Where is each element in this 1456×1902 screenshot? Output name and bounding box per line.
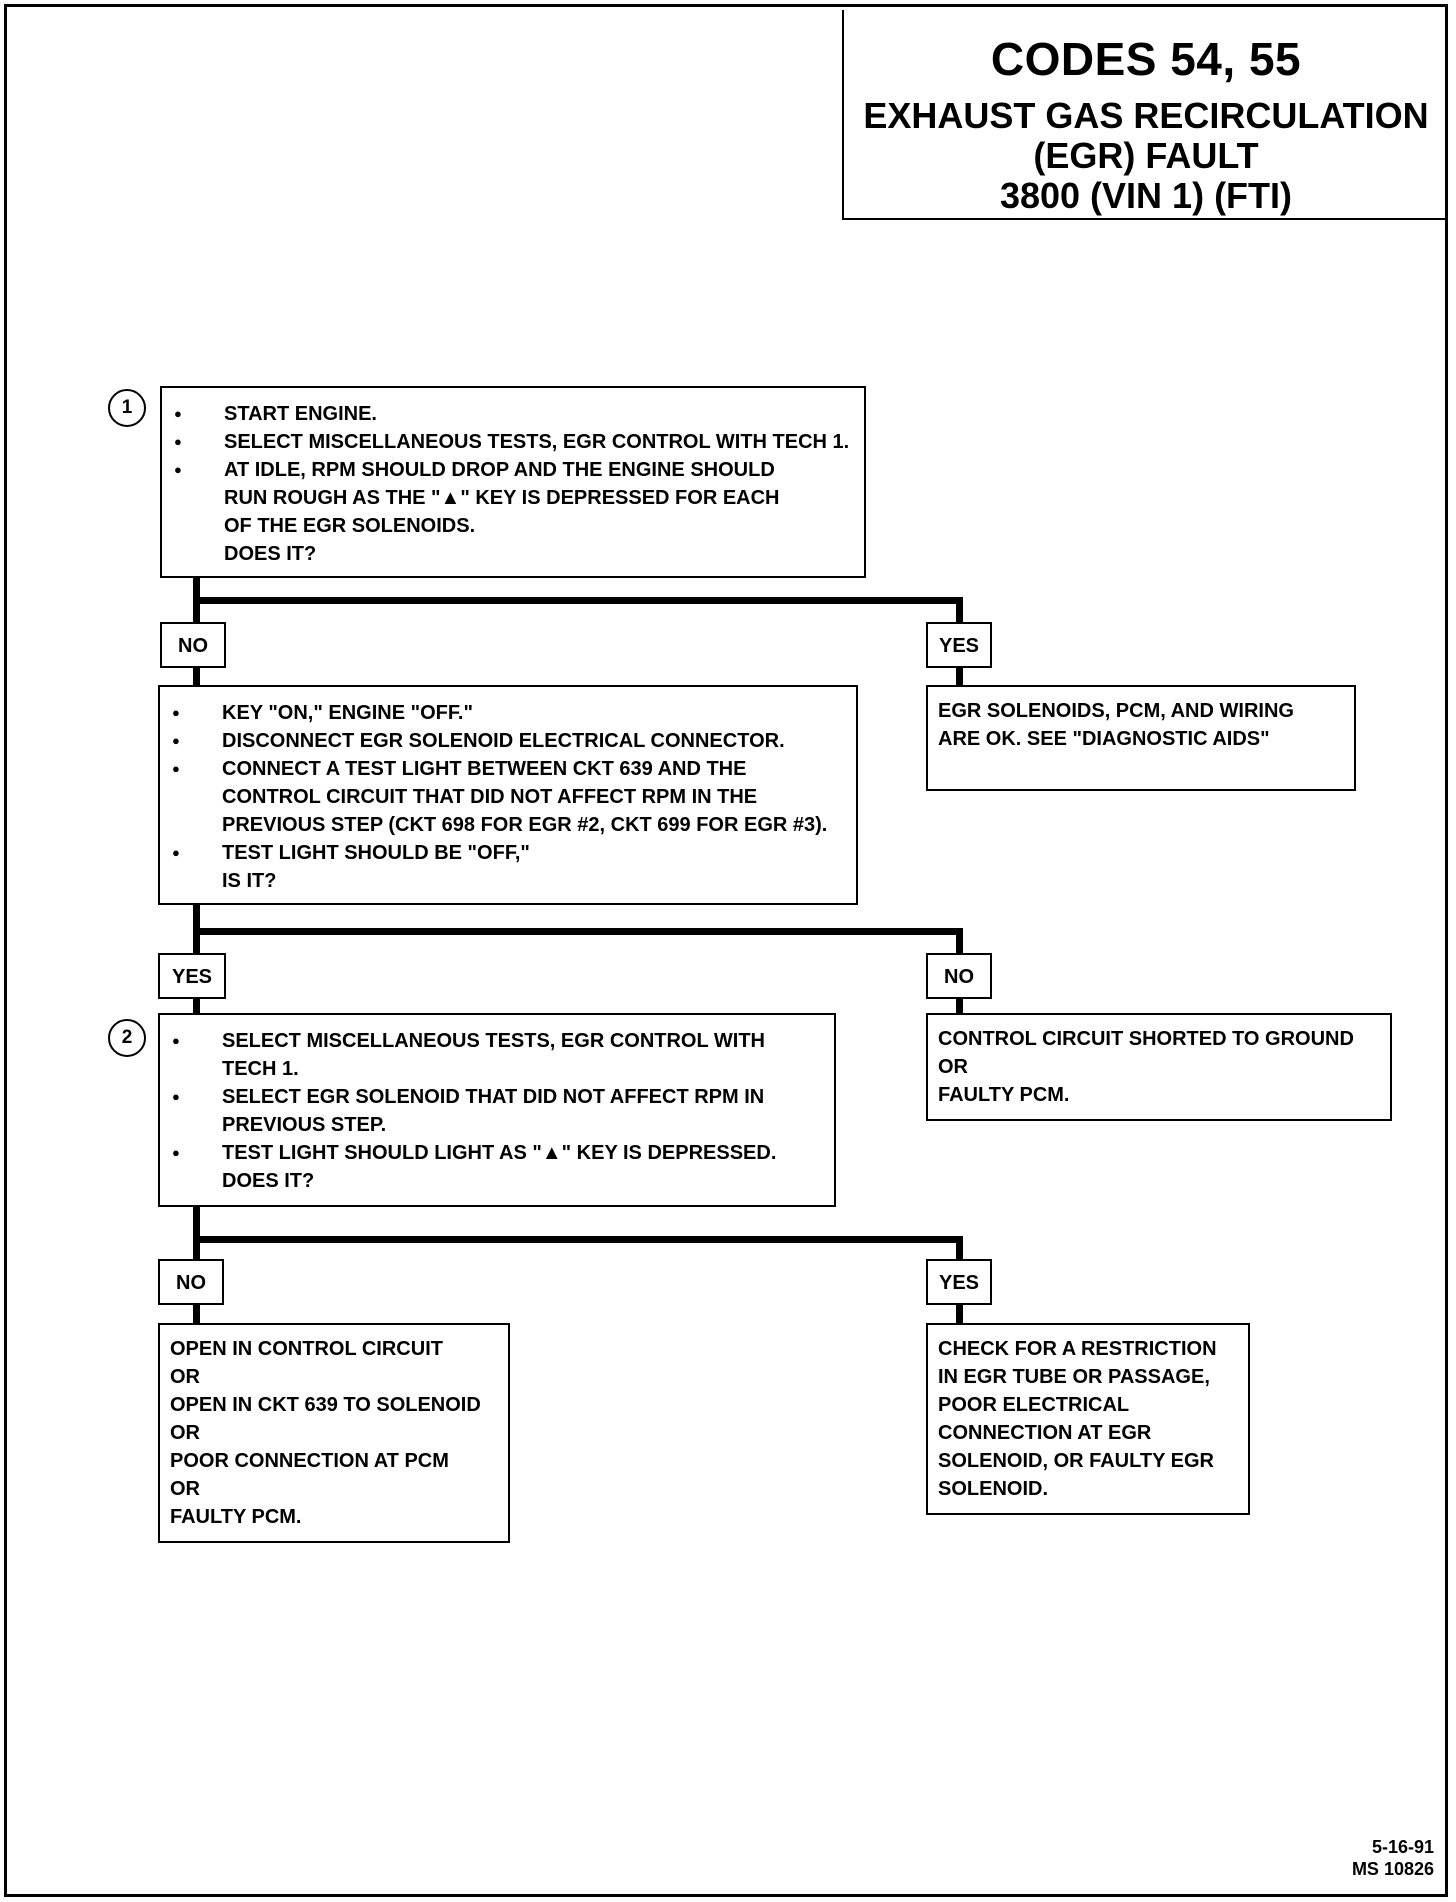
branch1-no-label: NO	[160, 622, 226, 668]
title-block: CODES 54, 55 EXHAUST GAS RECIRCULATION (…	[842, 10, 1448, 220]
subtitle-line: (EGR) FAULT	[1033, 135, 1259, 176]
step2-bullet: TEST LIGHT SHOULD LIGHT AS "▲" KEY IS DE…	[160, 1139, 826, 1167]
result-line: SOLENOID, OR FAULTY EGR	[938, 1450, 1214, 1472]
connector-line	[193, 998, 200, 1014]
step1-bullet: SELECT MISCELLANEOUS TESTS, EGR CONTROL …	[162, 428, 856, 456]
branch3-no-label: NO	[158, 1259, 224, 1305]
result-line: CONNECTION AT EGR	[938, 1422, 1152, 1444]
connector-line	[193, 1236, 963, 1243]
no2-result-box: CONTROL CIRCUIT SHORTED TO GROUND OR FAU…	[926, 1013, 1392, 1121]
branch2-no-label: NO	[926, 953, 992, 999]
result-line: CHECK FOR A RESTRICTION	[938, 1338, 1217, 1360]
connector-line	[956, 1304, 963, 1324]
result-line: POOR CONNECTION AT PCM	[170, 1450, 449, 1472]
step2-bullet: SELECT MISCELLANEOUS TESTS, EGR CONTROL …	[160, 1027, 826, 1083]
yes3-result-box: CHECK FOR A RESTRICTION IN EGR TUBE OR P…	[926, 1323, 1250, 1515]
footer-code: MS 10826	[1351, 1859, 1434, 1879]
step2-bullet: SELECT EGR SOLENOID THAT DID NOT AFFECT …	[160, 1083, 826, 1139]
connector-line	[193, 928, 963, 935]
subtitle-line: EXHAUST GAS RECIRCULATION	[863, 95, 1429, 136]
result-line: CONTROL CIRCUIT SHORTED TO GROUND	[938, 1028, 1354, 1050]
step1-box: START ENGINE. SELECT MISCELLANEOUS TESTS…	[160, 386, 866, 578]
result-line: OR	[170, 1422, 200, 1444]
subtitle-line: 3800 (VIN 1) (FTI)	[999, 175, 1293, 216]
connector-line	[956, 597, 963, 622]
connector-line	[193, 597, 963, 604]
connector-line	[193, 1206, 200, 1260]
page-title: CODES 54, 55	[990, 33, 1302, 85]
result-line: OR	[170, 1366, 200, 1388]
no1-step-box: KEY "ON," ENGINE "OFF." DISCONNECT EGR S…	[158, 685, 858, 905]
connector-line	[956, 666, 963, 686]
result-line: SOLENOID.	[938, 1478, 1049, 1500]
no1-bullet: TEST LIGHT SHOULD BE "OFF,"	[160, 839, 848, 867]
no1-bullet: KEY "ON," ENGINE "OFF."	[160, 699, 848, 727]
result-line: OPEN IN CKT 639 TO SOLENOID	[170, 1394, 481, 1416]
result-line: OR	[938, 1056, 968, 1078]
connector-line	[193, 666, 200, 686]
connector-line	[956, 1236, 963, 1260]
branch3-yes-label: YES	[926, 1259, 992, 1305]
page-subtitle: EXHAUST GAS RECIRCULATION (EGR) FAULT 38…	[844, 96, 1448, 216]
result-line: IN EGR TUBE OR PASSAGE,	[938, 1366, 1210, 1388]
result-line: OPEN IN CONTROL CIRCUIT	[170, 1338, 443, 1360]
step1-bullet: START ENGINE.	[162, 400, 856, 428]
connector-line	[193, 1304, 200, 1324]
no3-result-box: OPEN IN CONTROL CIRCUIT OR OPEN IN CKT 6…	[158, 1323, 510, 1543]
result-line: FAULTY PCM.	[170, 1506, 302, 1528]
step2-question: DOES IT?	[222, 1170, 315, 1192]
no1-bullet: DISCONNECT EGR SOLENOID ELECTRICAL CONNE…	[160, 727, 848, 755]
footer-date: 5-16-91	[1371, 1837, 1434, 1857]
result-line: POOR ELECTRICAL	[938, 1394, 1130, 1416]
result-line: FAULTY PCM.	[938, 1084, 1070, 1106]
connector-line	[956, 998, 963, 1014]
footer: 5-16-91 MS 10826	[1352, 1836, 1434, 1880]
step1-question: DOES IT?	[224, 543, 317, 565]
step2-box: SELECT MISCELLANEOUS TESTS, EGR CONTROL …	[158, 1013, 836, 1207]
no1-bullet: CONNECT A TEST LIGHT BETWEEN CKT 639 AND…	[160, 755, 848, 839]
step1-bullet: AT IDLE, RPM SHOULD DROP AND THE ENGINE …	[162, 456, 856, 540]
step-number-1: 1	[108, 389, 146, 427]
page-border	[4, 4, 1448, 1897]
step-number-2: 2	[108, 1019, 146, 1057]
no1-question: IS IT?	[222, 870, 277, 892]
result-line: OR	[170, 1478, 200, 1500]
connector-line	[956, 928, 963, 954]
yes1-result-box: EGR SOLENOIDS, PCM, AND WIRING ARE OK. S…	[926, 685, 1356, 791]
branch1-yes-label: YES	[926, 622, 992, 668]
branch2-yes-label: YES	[158, 953, 226, 999]
